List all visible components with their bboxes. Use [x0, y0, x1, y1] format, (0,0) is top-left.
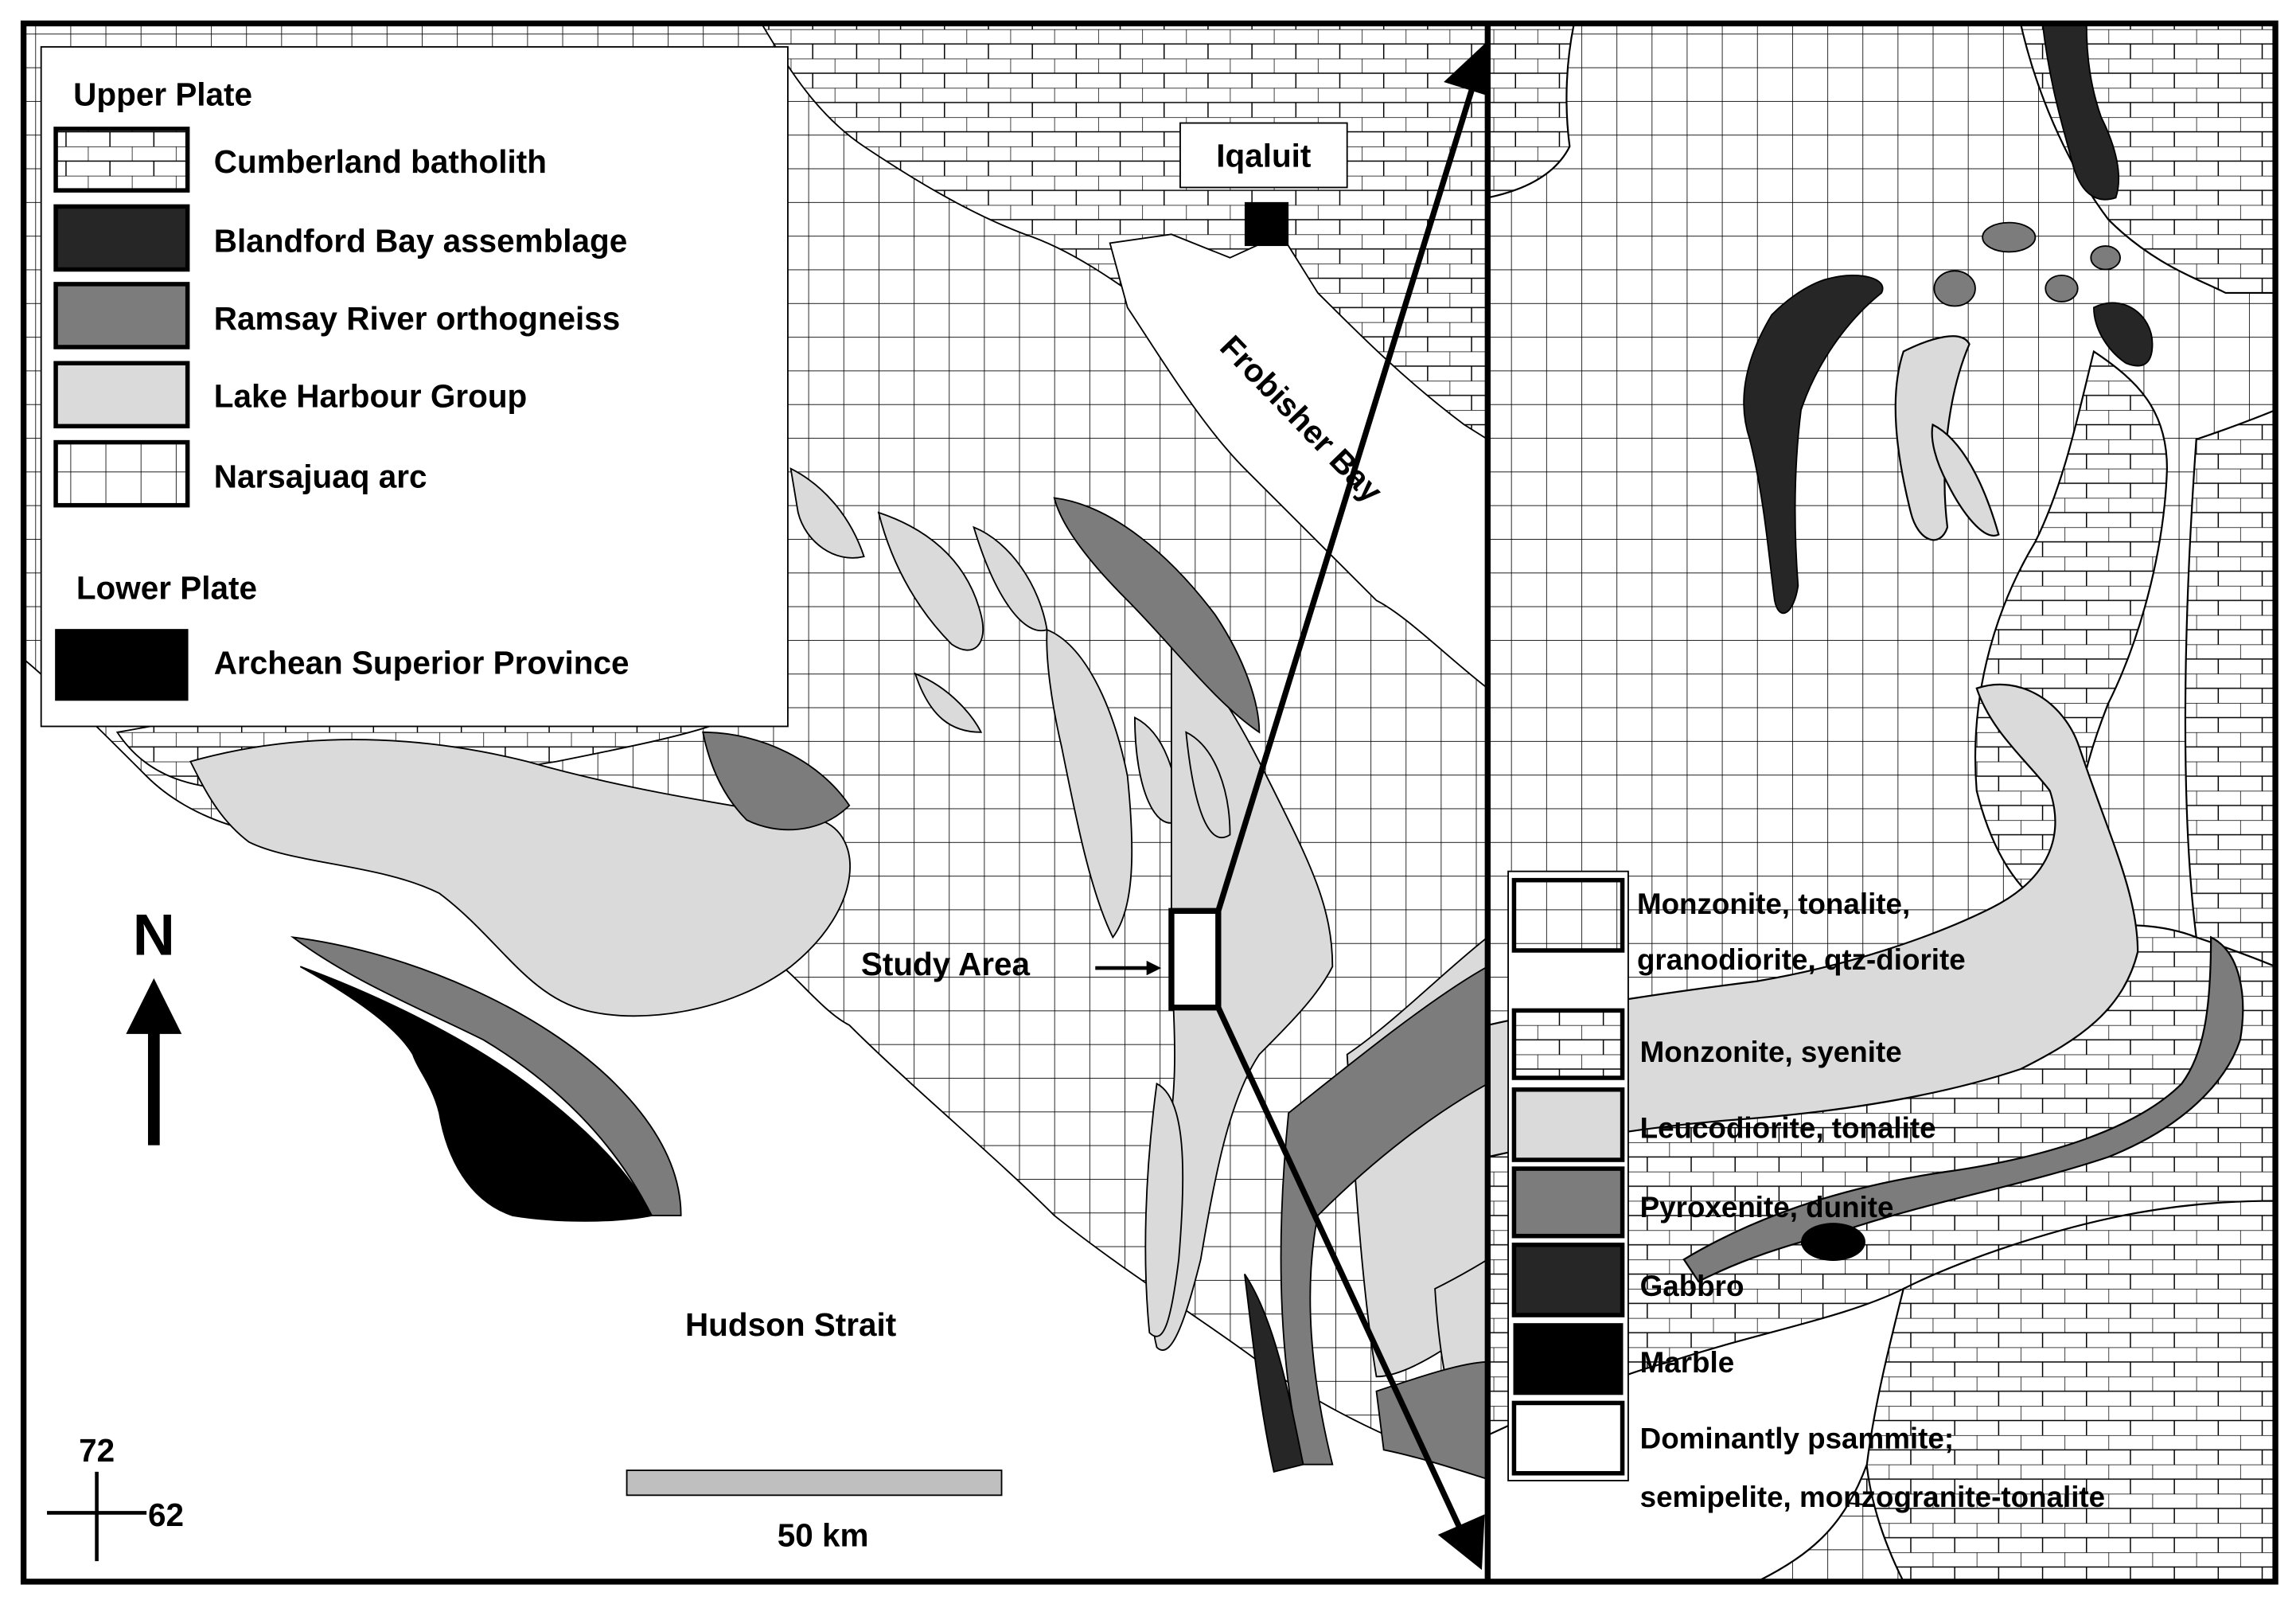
longitude-label: 72 [79, 1432, 115, 1469]
iqaluit-label: Iqaluit [1216, 138, 1311, 174]
inset-label-grid-line2: granodiorite, qtz-diorite [1637, 943, 1966, 976]
ramsay-river-orthogneiss [290, 497, 1488, 1481]
lower-plate-heading: Lower Plate [76, 569, 257, 606]
legend-label-blandford: Blandford Bay assemblage [214, 222, 628, 259]
regional-legend: Upper Plate Cumberland batholith Blandfo… [40, 45, 789, 728]
inset-map: Monzonite, tonalite, granodiorite, qtz-d… [1487, 23, 2276, 1582]
latitude-label: 62 [148, 1497, 184, 1533]
study-area-box [1168, 907, 1222, 1011]
legend-label-narsajuaq: Narsajuaq arc [214, 459, 427, 495]
inset-swatch-lake [1511, 1087, 1625, 1162]
regional-map: Iqaluit Frobisher Bay Study Area Hudson … [23, 23, 1488, 1582]
inset-label-white: Dominantly psammite; [1640, 1422, 1954, 1454]
legend-label-cumberland: Cumberland batholith [214, 143, 547, 180]
zoom-arrow-bottom-icon [1437, 1514, 1485, 1571]
frobisher-bay [1109, 233, 1488, 689]
inset-label-black: Marble [1640, 1346, 1735, 1379]
legend-swatch-narsajuaq [53, 439, 190, 508]
iqaluit-marker [1244, 201, 1289, 247]
legend-label-archean: Archean Superior Province [214, 644, 630, 681]
scale-bar [626, 1469, 1003, 1497]
archean-superior-province [299, 966, 653, 1222]
study-area-label: Study Area [861, 946, 1031, 982]
inset-swatch-grid [1511, 877, 1625, 953]
coordinate-marker: 72 62 [47, 1432, 184, 1562]
zoom-arrows [1215, 41, 1491, 1571]
inset-label-lake: Leucodiorite, tonalite [1640, 1111, 1936, 1144]
inset-label-white-line2: semipelite, monzogranite-tonalite [1640, 1481, 2106, 1513]
inset-label-brick: Monzonite, syenite [1640, 1036, 1902, 1068]
hudson-strait-label: Hudson Strait [685, 1306, 896, 1343]
legend-swatch-archean [55, 629, 189, 701]
inset-leucodiorite-sliver [1931, 423, 2000, 537]
inset-swatch-ramsay [1511, 1166, 1625, 1239]
upper-plate-heading: Upper Plate [73, 76, 252, 112]
legend-swatch-lake-harbour [53, 361, 190, 429]
inset-legend: Monzonite, tonalite, granodiorite, qtz-d… [1507, 870, 2106, 1513]
blandford-bay-assemblage [1244, 1274, 1304, 1473]
inset-label-blandford: Gabbro [1640, 1270, 1744, 1302]
inset-gabbro [1743, 23, 2154, 615]
inset-pyroxenite-band [1682, 935, 2244, 1283]
legend-swatch-ramsay [53, 282, 190, 349]
iqaluit-label-box [1179, 122, 1348, 189]
legend-swatch-blandford [53, 204, 190, 272]
north-label: N [133, 901, 175, 967]
zoom-arrow-top-icon [1444, 41, 1491, 97]
inset-label-ramsay: Pyroxenite, dunite [1640, 1191, 1894, 1224]
inset-marble [1801, 1223, 1865, 1261]
inset-swatch-brick [1511, 1008, 1625, 1080]
legend-label-ramsay: Ramsay River orthogneiss [214, 300, 621, 337]
north-arrow: N [126, 901, 182, 1146]
inset-pyroxenite-blobs [1933, 221, 2121, 307]
inset-swatch-black [1513, 1323, 1624, 1395]
outer-frame [20, 20, 2278, 1585]
scale-label: 50 km [778, 1517, 869, 1554]
north-arrow-icon [126, 978, 182, 1034]
legend-label-lake-harbour: Lake Harbour Group [214, 377, 528, 414]
inset-swatch-white [1511, 1400, 1625, 1476]
inset-label-grid: Monzonite, tonalite, [1637, 888, 1910, 920]
legend-swatch-cumberland [53, 127, 190, 193]
inset-swatch-blandford [1511, 1242, 1625, 1317]
